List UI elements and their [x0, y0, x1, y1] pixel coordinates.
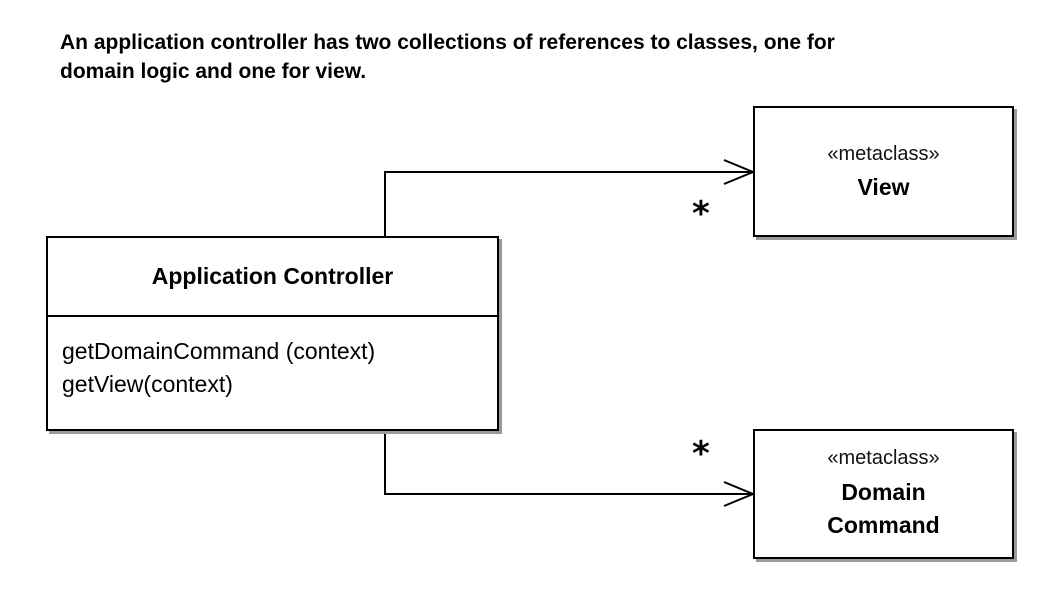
application-controller-class: Application Controller getDomainCommand … — [46, 236, 499, 431]
class-name: View — [857, 173, 910, 200]
multiplicity-domain: * — [692, 434, 710, 474]
class-name: Domain Command — [827, 476, 939, 542]
class-name-line-2: Command — [827, 511, 940, 538]
diagram-caption: An application controller has two collec… — [60, 28, 1020, 86]
caption-line-2: domain logic and one for view. — [60, 60, 367, 83]
caption-line-1: An application controller has two collec… — [60, 31, 835, 54]
association-line-to-domain — [384, 431, 753, 495]
view-metaclass: «metaclass» View — [753, 106, 1014, 237]
stereotype-label: «metaclass» — [827, 142, 940, 165]
multiplicity-view: * — [692, 194, 710, 234]
class-name: Application Controller — [151, 263, 394, 289]
class-name-line-1: Domain — [841, 478, 926, 505]
domain-command-metaclass: «metaclass» Domain Command — [753, 429, 1014, 559]
operation-get-view: getView(context) — [62, 371, 233, 397]
stereotype-label: «metaclass» — [827, 446, 940, 469]
operation-get-domain-command: getDomainCommand (context) — [62, 338, 376, 364]
class-name-compartment: Application Controller — [48, 238, 497, 317]
operations-compartment: getDomainCommand (context) getView(conte… — [48, 317, 497, 401]
association-line-to-view — [384, 171, 753, 236]
